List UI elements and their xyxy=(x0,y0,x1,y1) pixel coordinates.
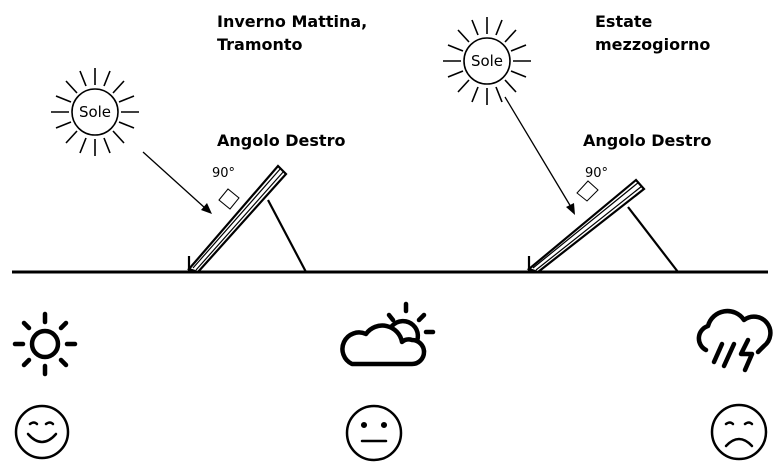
smiley-happy-icon xyxy=(14,404,70,460)
sun-icon xyxy=(12,311,78,377)
partly-cloudy-icon xyxy=(340,301,436,367)
left-sun-label: Sole xyxy=(79,103,111,121)
right-solar-panel xyxy=(526,178,679,274)
left-angle-label: Angolo Destro xyxy=(217,131,345,150)
right-angle-label: Angolo Destro xyxy=(583,131,711,150)
right-right-angle-marker xyxy=(576,180,599,202)
left-solar-panel xyxy=(187,164,307,274)
left-scene-title-line2: Tramonto xyxy=(217,35,303,54)
left-sunray-arrow xyxy=(142,151,212,214)
right-sun-label: Sole xyxy=(471,52,503,70)
storm-icon xyxy=(696,308,773,373)
smiley-sad-icon xyxy=(710,403,768,461)
right-sunray-arrow xyxy=(504,96,575,215)
left-degree-label: 90° xyxy=(212,166,235,181)
right-scene-title-line1: Estate xyxy=(595,12,653,31)
smiley-neutral-icon xyxy=(345,404,403,462)
left-right-angle-marker xyxy=(218,188,240,210)
right-scene-title-line2: mezzogiorno xyxy=(595,35,710,54)
right-sun-icon xyxy=(443,17,531,105)
left-sun-icon xyxy=(51,68,139,156)
left-scene-title-line1: Inverno Mattina, xyxy=(217,12,367,31)
right-degree-label: 90° xyxy=(585,166,608,181)
